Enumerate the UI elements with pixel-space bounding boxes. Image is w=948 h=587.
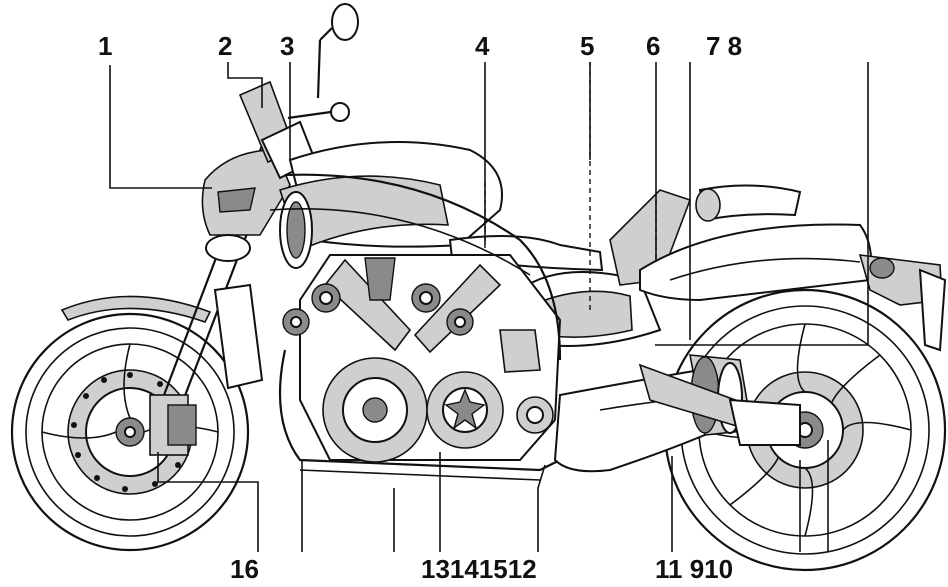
callout-2: 2: [218, 31, 233, 61]
front-fender: [60, 295, 212, 323]
rear-fender: [639, 223, 947, 352]
callout-13-14-15-12: 13141512: [421, 554, 537, 584]
callout-7-8: 7 8: [706, 31, 743, 61]
callout-1: 1: [98, 31, 113, 61]
leader-lines: [109, 62, 869, 552]
down-tube: [278, 349, 561, 472]
callout-16: 16: [230, 554, 259, 584]
callout-4: 4: [475, 31, 490, 61]
callout-5: 5: [580, 31, 595, 61]
front-wheel: [10, 312, 250, 552]
engine: [282, 254, 562, 463]
callout-6: 6: [646, 31, 661, 61]
callout-3: 3: [280, 31, 295, 61]
headlight: [201, 149, 291, 262]
callout-11-9-10: 11 910: [655, 554, 734, 584]
main-frame: [284, 173, 562, 361]
fuel-tank: [278, 141, 604, 272]
